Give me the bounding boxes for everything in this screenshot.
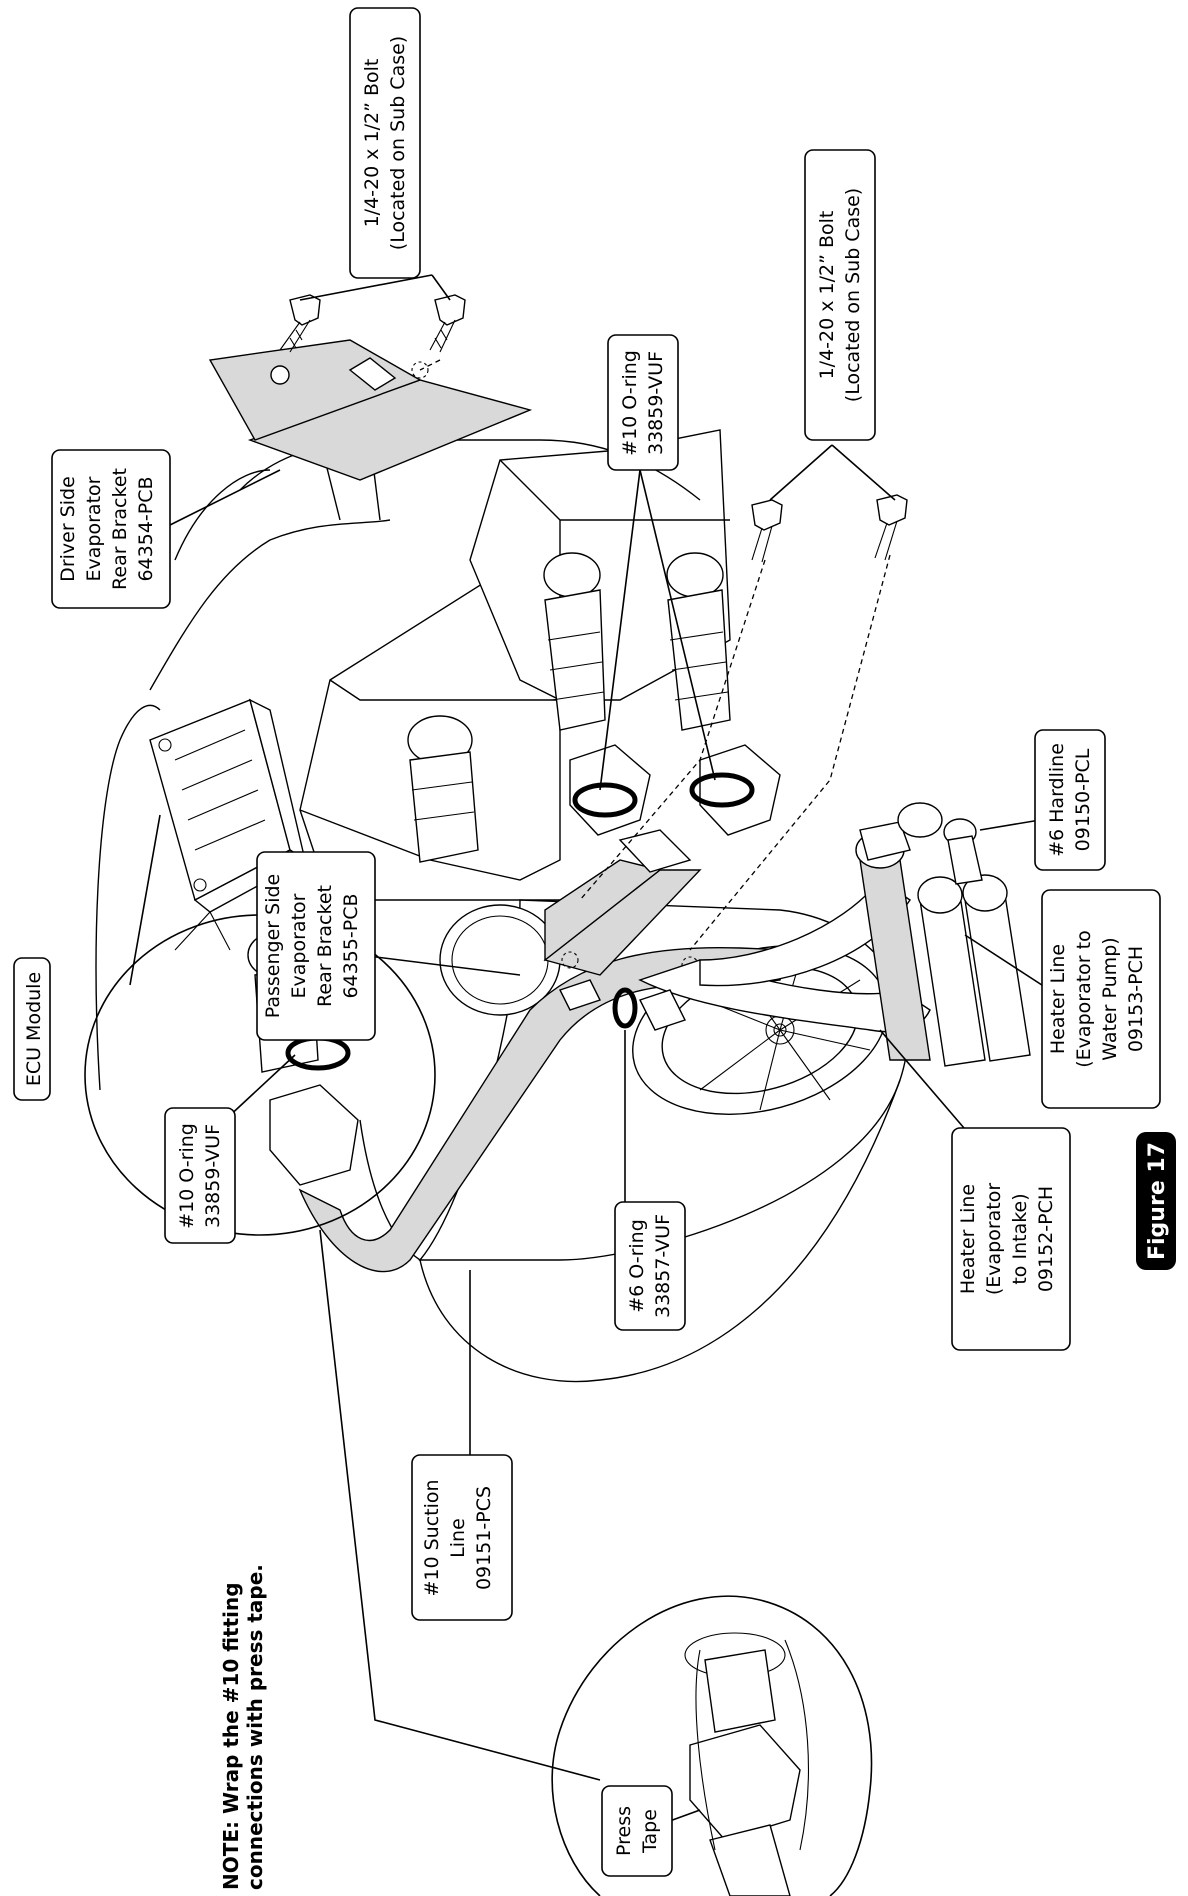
callout-ecu-line1: ECU Module: [23, 972, 45, 1086]
callout-press-tape: Press Tape: [601, 1785, 673, 1877]
note-line2: connections with press tape.: [243, 1564, 267, 1890]
callout-suction-line-line1: #10 Suction: [421, 1479, 443, 1596]
callout-bolt-upper: 1/4-20 x 1/2” Bolt (Located on Sub Case): [349, 7, 421, 279]
callout-heater-water-pump-line1: Heater Line: [1047, 944, 1069, 1054]
note-line1: NOTE: Wrap the #10 fitting: [219, 1582, 243, 1890]
callout-press-tape-line1: Press: [613, 1806, 635, 1856]
callout-oring-6: #6 O-ring 33857-VUF: [614, 1201, 686, 1331]
callout-hardline-6: #6 Hardline 09150-PCL: [1034, 729, 1106, 871]
callout-driver-bracket-line1: Driver Side: [57, 476, 79, 582]
callout-passenger-bracket-line3: Rear Bracket: [314, 885, 336, 1007]
illustration: [95, 294, 1031, 1383]
detail-circle-press-tape: [551, 1595, 873, 1896]
callout-oring-6-line1: #6 O-ring: [626, 1219, 648, 1313]
callout-oring-10-left-line1: #10 O-ring: [176, 1123, 198, 1229]
heater-line-pump-tube: [699, 879, 911, 987]
callout-press-tape-line2: Tape: [639, 1809, 661, 1854]
callout-bolt-upper-line2: (Located on Sub Case): [387, 36, 409, 250]
bolts-upper: [279, 294, 466, 353]
callout-oring-10-top-line2: 33859-VUF: [645, 351, 667, 455]
callout-heater-intake-line2: (Evaporator: [983, 1183, 1005, 1296]
oring-10-upper-right: [689, 772, 755, 808]
upper-fittings: [543, 552, 781, 836]
callout-heater-intake-line4: 09152-PCH: [1035, 1186, 1057, 1292]
driver-side-bracket: [208, 339, 533, 481]
callout-heater-intake-line1: Heater Line: [957, 1184, 979, 1294]
callout-oring-6-line2: 33857-VUF: [652, 1214, 674, 1318]
callout-passenger-bracket-line1: Passenger Side: [262, 874, 284, 1018]
callout-hardline-6-line1: #6 Hardline: [1046, 743, 1068, 857]
callout-heater-water-pump-line2: (Evaporator to: [1073, 930, 1095, 1067]
callout-bolt-lower-line1: 1/4-20 x 1/2” Bolt: [816, 211, 838, 380]
callout-bolt-upper-line1: 1/4-20 x 1/2” Bolt: [361, 59, 383, 228]
callout-suction-line-line3: 09151-PCS: [473, 1486, 495, 1590]
note-text: NOTE: Wrap the #10 fitting connections w…: [219, 1564, 267, 1890]
callout-oring-10-top: #10 O-ring 33859-VUF: [607, 334, 679, 471]
callout-bolt-lower-line2: (Located on Sub Case): [842, 188, 864, 402]
callout-passenger-bracket-line4: 64355-PCB: [340, 893, 362, 998]
callout-heater-intake: Heater Line (Evaporator to Intake) 09152…: [951, 1127, 1071, 1351]
callout-driver-bracket-line2: Evaporator: [83, 476, 105, 581]
passenger-side-bracket: [543, 829, 702, 976]
sub-case-housing: [469, 429, 731, 701]
callout-heater-intake-line3: to Intake): [1009, 1193, 1031, 1284]
callout-heater-water-pump-line4: 09153-PCH: [1125, 946, 1147, 1052]
leader-lines: [129, 274, 1066, 1831]
callout-heater-water-pump: Heater Line (Evaporator to Water Pump) 0…: [1041, 889, 1161, 1109]
oring-6: [612, 987, 638, 1029]
figure-label: Figure 17: [1136, 1132, 1176, 1270]
callout-ecu: ECU Module: [13, 957, 51, 1101]
callout-bolt-lower: 1/4-20 x 1/2” Bolt (Located on Sub Case): [804, 149, 876, 441]
callout-heater-water-pump-line3: Water Pump): [1099, 937, 1121, 1060]
callout-oring-10-left-line2: 33859-VUF: [202, 1124, 224, 1228]
small-fitting-6: [559, 979, 686, 1031]
callout-driver-bracket-line3: Rear Bracket: [109, 468, 131, 590]
callout-suction-line-line2: Line: [447, 1518, 469, 1558]
figure-label-text: Figure 17: [1145, 1142, 1170, 1260]
callout-oring-10-left: #10 O-ring 33859-VUF: [164, 1107, 236, 1244]
right-tube-bundle: [855, 802, 1031, 1067]
callout-passenger-bracket: Passenger Side Evaporator Rear Bracket 6…: [256, 851, 376, 1041]
bolts-lower: [751, 494, 908, 563]
callout-driver-bracket: Driver Side Evaporator Rear Bracket 6435…: [51, 449, 171, 609]
callout-driver-bracket-line4: 64354-PCB: [135, 476, 157, 581]
oring-10-upper-left: [572, 782, 638, 818]
callout-hardline-6-line2: 09150-PCL: [1072, 748, 1094, 851]
callout-passenger-bracket-line2: Evaporator: [288, 893, 310, 998]
callout-suction-line: #10 Suction Line 09151-PCS: [411, 1454, 513, 1621]
callout-oring-10-top-line1: #10 O-ring: [619, 350, 641, 456]
